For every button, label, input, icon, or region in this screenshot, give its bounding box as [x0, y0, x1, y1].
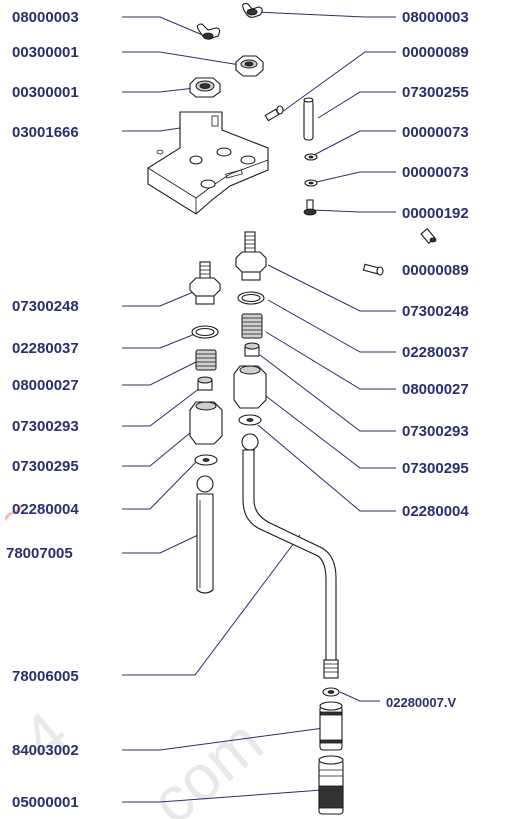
label-left-7: 07300293 [12, 418, 79, 435]
label-left-6: 08000027 [12, 377, 79, 394]
tube-bent [241, 433, 337, 661]
left-labels: 08000003 00300001 00300001 03001666 0730… [6, 9, 79, 811]
label-left-12: 84003002 [12, 742, 79, 759]
watermark: ~ 4 com [0, 486, 276, 819]
pin [303, 97, 314, 141]
label-left-11: 78006005 [12, 668, 79, 685]
bushing-left [197, 376, 213, 391]
label-right-2: 07300255 [402, 84, 469, 101]
label-right-8: 02280037 [402, 344, 469, 361]
spring-right [241, 313, 263, 339]
label-left-8: 07300295 [12, 458, 79, 475]
spring-left [195, 349, 217, 371]
gasket-right [238, 414, 262, 426]
fitting-right [235, 231, 267, 281]
tube-straight [196, 475, 214, 594]
screw-top [264, 105, 284, 122]
label-right-13: 02280007.V [386, 695, 456, 710]
screw-mid-a [420, 228, 437, 244]
washer-a [304, 153, 318, 161]
label-left-10: 78007005 [6, 545, 73, 562]
leader-lines [122, 11, 396, 803]
label-left-9: 02280004 [12, 501, 79, 518]
fitting-left [189, 261, 221, 305]
watermark-text-a: 4 [8, 698, 82, 776]
o-ring-left [191, 325, 219, 339]
o-ring-right [237, 291, 265, 305]
label-right-10: 07300293 [402, 423, 469, 440]
cap-nut-right [233, 365, 267, 409]
coupling [319, 701, 343, 751]
knob [303, 199, 317, 216]
label-left-5: 02280037 [12, 340, 79, 357]
wing-nut-left [196, 23, 221, 40]
nozzle [318, 755, 344, 815]
cap-nut-left [189, 401, 223, 445]
small-gasket [322, 687, 340, 697]
bushing-right [244, 342, 260, 357]
label-right-1: 00000089 [402, 44, 469, 61]
wing-nut-right [242, 3, 263, 18]
label-right-11: 07300295 [402, 460, 469, 477]
label-right-3: 00000073 [402, 124, 469, 141]
label-right-7: 07300248 [402, 303, 469, 320]
hex-nut-left [189, 77, 221, 98]
tube-end-fitting [323, 659, 339, 679]
screw-mid-b [362, 263, 384, 276]
label-right-5: 00000192 [402, 205, 469, 222]
label-right-9: 08000027 [402, 381, 469, 398]
bracket-plate [147, 111, 269, 215]
label-right-12: 02280004 [402, 503, 469, 520]
hex-nut-centre [235, 55, 264, 77]
label-right-4: 00000073 [402, 164, 469, 181]
label-right-0: 08000003 [402, 9, 469, 26]
label-left-3: 03001666 [12, 124, 79, 141]
label-left-2: 00300001 [12, 84, 79, 101]
gasket-left [194, 454, 218, 466]
label-left-4: 07300248 [12, 298, 79, 315]
right-labels: 08000003 00000089 07300255 00000073 0000… [386, 9, 469, 710]
washer-b [304, 179, 318, 187]
label-left-1: 00300001 [12, 44, 79, 61]
label-right-6: 00000089 [402, 262, 469, 279]
label-left-0: 08000003 [12, 9, 79, 26]
label-left-13: 05000001 [12, 794, 79, 811]
